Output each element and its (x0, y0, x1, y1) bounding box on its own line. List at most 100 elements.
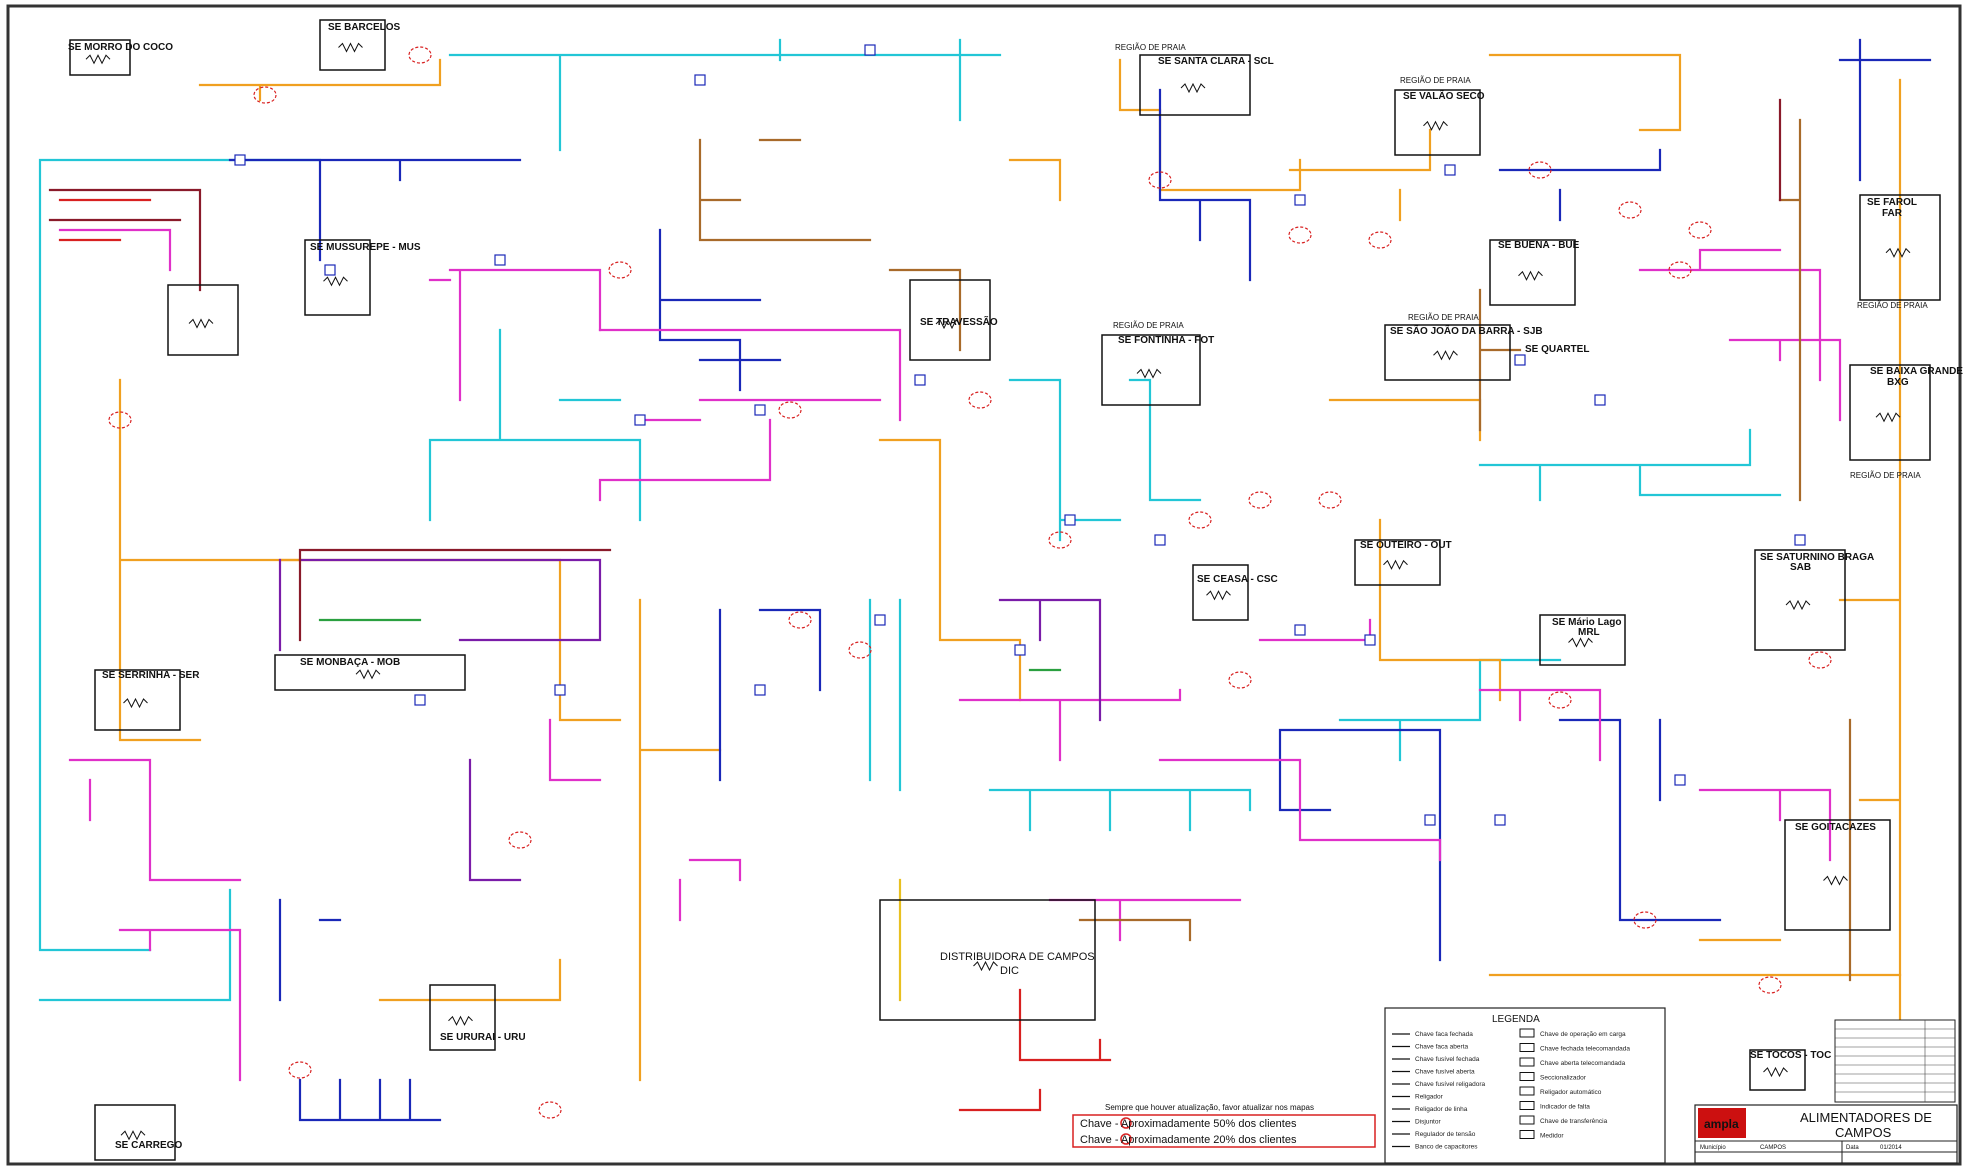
device-square-icon (1674, 774, 1686, 786)
title-line-2: CAMPOS (1835, 1125, 1892, 1140)
device-square-icon (754, 684, 766, 696)
legend-item-right: Chave aberta telecomandada (1540, 1060, 1626, 1067)
substation-box (319, 19, 386, 71)
switch-marker-icon (788, 611, 812, 629)
title-line-1: ALIMENTADORES DE (1800, 1110, 1932, 1125)
device-square-icon (694, 74, 706, 86)
revision-table (1834, 1019, 1956, 1103)
substation-title-distribuidora: DISTRIBUIDORA DE CAMPOS (940, 951, 1095, 963)
substation-box (1394, 89, 1481, 156)
field-data-value: 01/2014 (1880, 1145, 1902, 1151)
legend-symbol-icon (1519, 1086, 1535, 1096)
feeder-magenta-mid (958, 688, 1182, 762)
feeder-magenta-north (428, 268, 602, 402)
transformer-icon (1423, 120, 1448, 131)
chave-20-note: Chave - Aproximadamente 20% dos clientes (1080, 1134, 1297, 1146)
feeder-orange-ceasa (1378, 518, 1502, 702)
switch-marker-icon (1288, 226, 1312, 244)
switch-marker-icon (968, 391, 992, 409)
substation-title-tocos: SE TOCOS - TOC (1750, 1050, 1831, 1061)
transformer-icon (1136, 368, 1162, 379)
switch-marker-icon (1188, 511, 1212, 529)
transformer-icon (1383, 559, 1408, 570)
switch-marker-icon (1758, 976, 1782, 994)
brand-logo (1698, 1108, 1746, 1138)
feeder-cyan-center (1008, 378, 1122, 542)
feeder-orange-north-mid (1008, 158, 1062, 202)
feeder-orange-central (638, 598, 722, 1082)
switch-marker-icon (1528, 161, 1552, 179)
substation-box (1192, 564, 1249, 621)
device-square-icon (914, 374, 926, 386)
legend-item-right: Chave de transferência (1540, 1118, 1608, 1125)
device-square-icon (1794, 534, 1806, 546)
feeder-navy-buena (1498, 148, 1662, 222)
substation-box (69, 39, 131, 76)
transformer-icon (1823, 875, 1848, 886)
region-label-valao-seco: REGIÃO DE PRAIA (1400, 76, 1471, 85)
transformer-icon (323, 276, 348, 287)
substation-title-travessao: SE TRAVESSÃO (920, 315, 998, 328)
substation-title-valao-seco: SE VALÃO SECO (1403, 89, 1485, 102)
substation-title-sao-joao: SE SÃO JOÃO DA BARRA - SJB (1390, 324, 1543, 337)
substation-title-morro-coco: SE MORRO DO COCO (68, 42, 173, 53)
substation-box (1384, 324, 1511, 381)
substation-box (429, 984, 496, 1051)
region-label-santa-clara: REGIÃO DE PRAIA (1115, 43, 1186, 52)
feeder-orange-north-east (1488, 53, 1682, 132)
substation-box (1489, 239, 1576, 306)
substation-title-outeiro: SE OUTEIRO - OUT (1360, 540, 1452, 551)
switch-markers-layer (108, 44, 1832, 1119)
device-square-icon (864, 44, 876, 56)
device-square-icon (1064, 514, 1076, 526)
transformer-icon (1518, 270, 1543, 281)
switch-marker-icon (1688, 221, 1712, 239)
feeder-brown-south (1078, 918, 1192, 942)
sheet-border (6, 4, 1962, 1166)
switch-marker-icon (1048, 531, 1072, 549)
substation-title-ceasa: SE CEASA - CSC (1197, 574, 1278, 585)
region-label-farol: REGIÃO DE PRAIA (1857, 301, 1928, 310)
transformer-icon (120, 1130, 146, 1141)
legend-title: LEGENDA (1492, 1014, 1540, 1025)
feeder-navy-farol-north (1838, 38, 1932, 182)
substation-box (909, 279, 991, 361)
switch-marker-icon (108, 411, 132, 429)
switch-marker-icon (1148, 171, 1172, 189)
feeder-lines-layer (38, 38, 1932, 1122)
substation-boxes-layer (69, 19, 1941, 1161)
substation-box (1354, 539, 1441, 586)
device-square-icon (1424, 814, 1436, 826)
switch-marker-icon (1318, 491, 1342, 509)
substation-box (1749, 1049, 1806, 1091)
substation-box (879, 899, 1096, 1021)
switch-marker-icon (408, 46, 432, 64)
legend-item-right: Religador automático (1540, 1089, 1602, 1096)
substation-box (94, 669, 181, 731)
feeder-magenta-serrinha (68, 758, 242, 882)
switch-marker-icon (1633, 911, 1657, 929)
feeder-purple-south (468, 758, 522, 882)
legend-item-left: Chave faca fechada (1415, 1031, 1473, 1038)
substation-title-monbaca: SE MONBAÇA - MOB (300, 657, 400, 668)
substation-box (94, 1104, 176, 1161)
feeder-magenta-carrego (118, 928, 242, 1082)
legend-symbol-icon (1519, 1057, 1535, 1067)
device-square-icon (414, 694, 426, 706)
feeder-magenta-mario-lago (1478, 688, 1602, 762)
device-square-icon (1594, 394, 1606, 406)
substation-box (1754, 549, 1846, 651)
device-square-icon (1294, 194, 1306, 206)
transformer-icon (448, 1015, 473, 1026)
feeder-maroon-west (48, 188, 202, 292)
feeder-orange-center (878, 438, 1022, 702)
feeder-magenta-west-mid (548, 718, 602, 782)
transformer-icon (123, 697, 148, 709)
substation-title-farol: SE FAROL (1867, 197, 1917, 208)
legend-item-right: Chave de operação em carga (1540, 1031, 1626, 1038)
substation-code-baixa-grande: BXG (1887, 377, 1909, 388)
transformer-icon (1763, 1066, 1788, 1078)
feeder-orange-west (118, 378, 302, 742)
substation-box (167, 284, 239, 356)
legend-symbol-icon (1519, 1101, 1535, 1110)
